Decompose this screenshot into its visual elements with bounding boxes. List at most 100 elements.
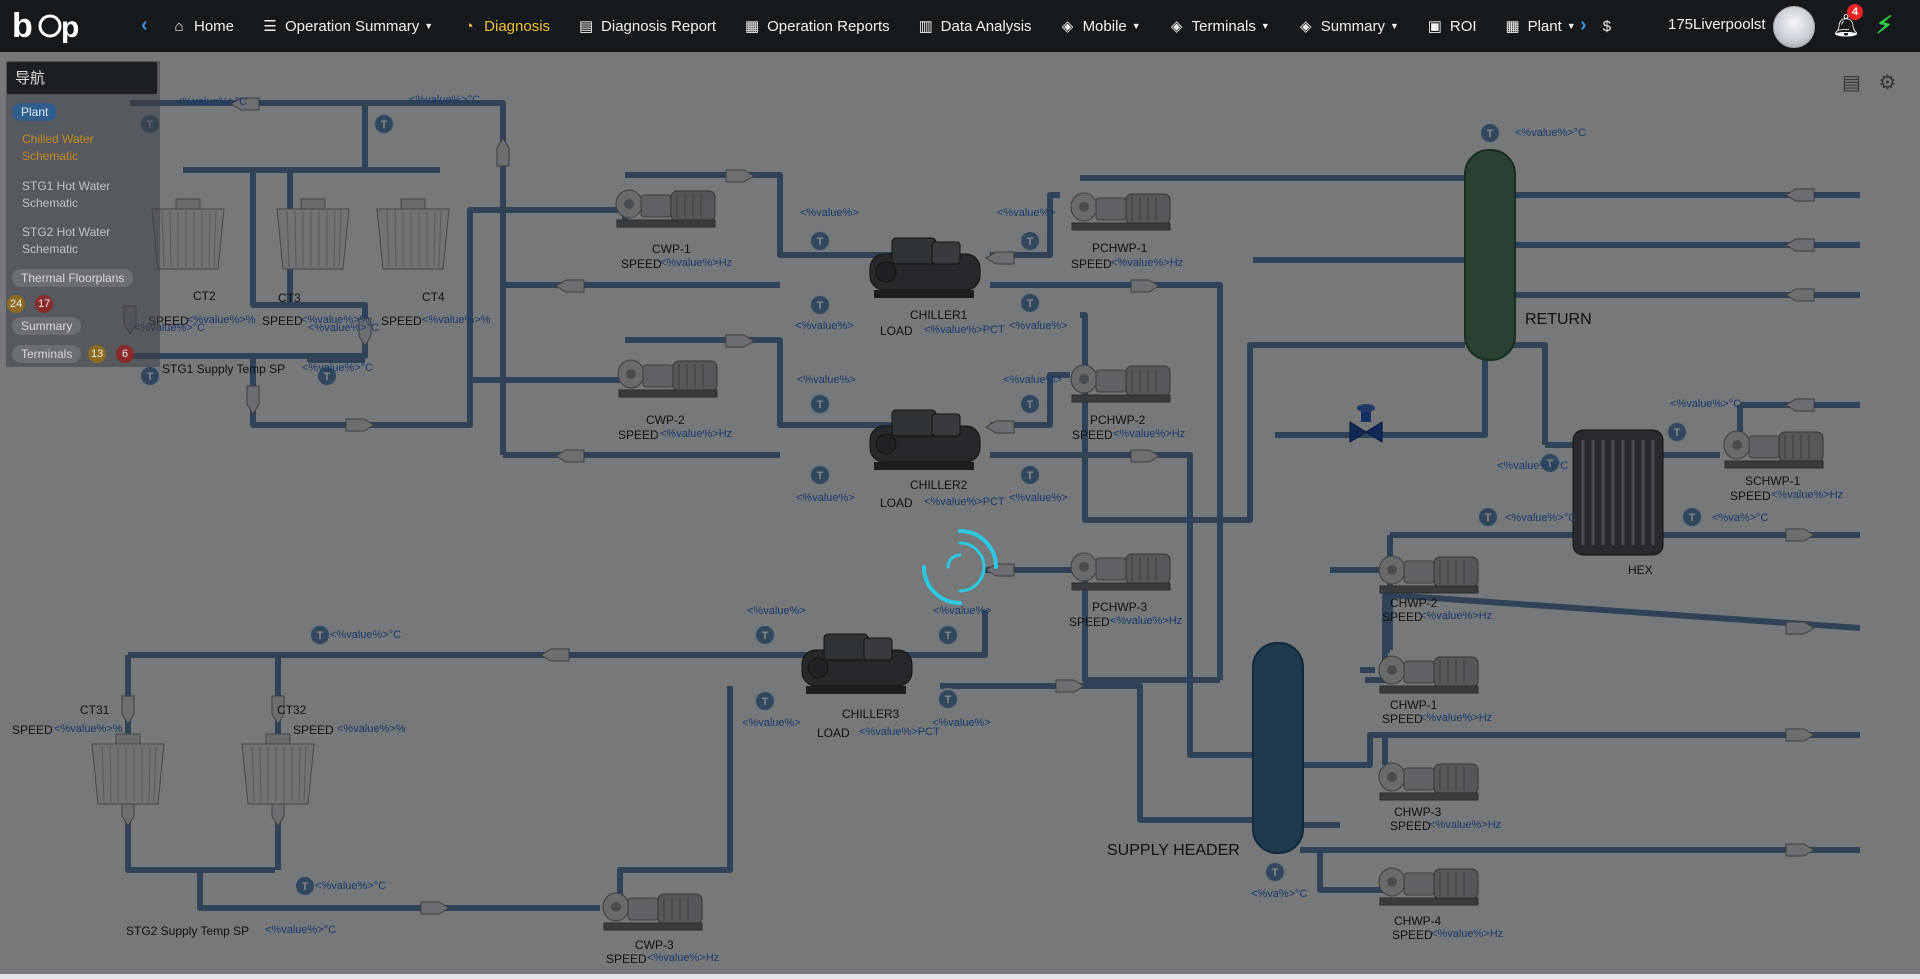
sidebar-item-plant[interactable]: Plant [12,103,58,121]
label-ct3: CT3 [278,291,301,305]
label-speed-chwp2: SPEED [1382,610,1423,624]
nav-item-data-analysis[interactable]: ▥ Data Analysis [917,0,1032,52]
label-speed-chwp4: SPEED [1392,928,1433,942]
nav-item-label: Mobile [1082,17,1127,35]
nav-item-label: Data Analysis [940,17,1032,35]
terminals-alarm-badge: 6 [116,345,134,363]
label-pchwp1: PCHWP-1 [1092,241,1148,255]
value-speed-ct4: <%value%>% [422,314,491,326]
username[interactable]: 175Liverpoolst [1668,16,1766,33]
value-temp-chw1-in: <%value%> [997,207,1056,219]
value-speed-chwp2: <%value%>Hz [1420,610,1493,622]
caret-down-icon: ▼ [424,21,434,31]
value-speed-chwp3: <%value%>Hz [1429,819,1502,831]
notification-badge: 4 [1847,4,1863,20]
stethoscope-icon: ◔ [464,17,474,35]
sidebar-item-terminals[interactable]: Terminals [12,345,82,363]
label-chwp4: CHWP-4 [1394,914,1442,928]
label-speed-chwp3: SPEED [1390,819,1431,833]
nav-item-label: Summary [1320,17,1385,35]
nav-item-summary[interactable]: ◈Summary▼ [1297,0,1399,52]
bar-chart-icon: ▥ [918,18,933,35]
sidebar-link-stg1[interactable]: STG1 Hot Water Schematic [22,179,111,210]
gear-icon[interactable]: ⚙︎ [1878,72,1897,94]
label-speed-chwp1: SPEED [1382,712,1423,726]
value-temp-cw3-in: <%value%> [747,605,806,617]
table-icon: ▦ [745,18,760,35]
value-temp-return: <%value%>°C [1515,127,1587,139]
label-chwp1: CHWP-1 [1390,698,1438,712]
value-speed-chwp4: <%value%>Hz [1431,928,1504,940]
sidebar-item-summary[interactable]: Summary [12,317,82,335]
chilled-water-schematic: T [0,52,1920,974]
value-speed-pchwp3: <%value%>Hz [1110,615,1183,627]
lightning-icon[interactable]: ⚡︎ [1876,12,1893,39]
svg-text:p: p [61,11,79,44]
nav-scroll-left-icon[interactable]: ‹ [141,14,148,36]
value-temp-cw2-out: <%value%> [796,492,855,504]
value-temp-hex-secondary-in: <%value%>°C [1670,398,1742,410]
nav-scroll-right-icon[interactable]: › [1580,14,1587,36]
value-speed-cwp3: <%value%>Hz [647,952,720,964]
value-speed-cwp1: <%value%>Hz [660,257,733,269]
nav-item-label: Diagnosis Report [601,17,717,35]
label-speed-ct3: SPEED [262,314,303,328]
caret-down-icon: ▼ [1566,21,1576,31]
nav-item-operation-reports[interactable]: ▦ Operation Reports [743,0,890,52]
nav-item-terminals[interactable]: ◈ Terminals ▼ [1168,0,1270,52]
sidebar-link-stg2[interactable]: STG2 Hot Water Schematic [22,225,111,256]
avatar[interactable] [1773,6,1815,48]
label-chiller3: CHILLER3 [842,707,900,721]
return-tank [1464,149,1516,361]
caret-down-icon: ▼ [1260,21,1270,31]
hex-exchanger [1572,429,1664,556]
caret-down-icon: ▼ [1131,21,1141,31]
layers-icon: ◈ [1170,18,1183,35]
nav-item-operation-summary[interactable]: ☰Operation Summary▼ [261,0,433,52]
sidebar-item-thermal-floorplans[interactable]: Thermal Floorplans [12,269,134,287]
nav-item-plant[interactable]: ▦Plant▼ [1504,0,1576,52]
label-schwp1: SCHWP-1 [1745,474,1801,488]
label-speed-ct31: SPEED [12,723,53,737]
beep-logo[interactable]: b p [10,5,102,47]
label-ct4: CT4 [422,290,445,304]
label-load-chiller1: LOAD [880,324,913,338]
nav-item-label: Terminals [1191,17,1256,35]
svg-text:b: b [12,7,33,45]
nav-item-mobile[interactable]: ◈ Mobile ▼ [1059,0,1141,52]
label-speed-pchwp2: SPEED [1072,428,1113,442]
layers-icon: ◈ [1061,18,1074,35]
supply-header-tank [1252,642,1304,854]
value-temp-chw3-in: <%value%> [933,605,992,617]
value-temp-chw3-out: <%value%> [932,717,991,729]
label-speed-ct4: SPEED [381,314,422,328]
value-speed-cwp2: <%value%>Hz [660,428,733,440]
label-stg1-sp: STG1 Supply Temp SP [162,362,286,376]
sidebar-link-chilled-water[interactable]: Chilled Water Schematic [22,132,94,163]
nav-item-diagnosis[interactable]: ◔Diagnosis [460,0,550,52]
value-temp-supply-header: <%va%>°C [1251,888,1308,900]
main-nav: ⌂Home☰Operation Summary▼◔Diagnosis▤Diagn… [170,0,1638,52]
terminals-warning-badge: 13 [88,345,107,363]
value-temp-chw1-out: <%value%> [1009,320,1068,332]
nav-item-roi[interactable]: ▣ROI [1426,0,1477,52]
nav-item-label: Operation Reports [767,17,890,35]
label-speed-cwp1: SPEED [621,257,662,271]
value-load-chiller3: <%value%>PCT [859,726,940,738]
value-load-chiller2: <%value%>PCT [924,496,1005,508]
label-chiller1: CHILLER1 [910,308,968,322]
nav-item-home[interactable]: ⌂Home [170,0,234,52]
caret-down-icon: ▼ [1389,21,1399,31]
sidebar-title: 导航 [6,61,158,95]
nav-item-[interactable]: $ [1603,0,1611,52]
nav-item-diagnosis-report[interactable]: ▤Diagnosis Report [577,0,716,52]
value-temp-hex-primary-in: <%value%>°C [1497,460,1569,472]
top-navbar: b p ‹ ⌂Home☰Operation Summary▼◔Diagnosis… [0,0,1920,52]
label-cwp1: CWP-1 [652,242,691,256]
value-temp-cw1-in: <%value%> [800,207,859,219]
nav-item-label: Operation Summary [285,17,420,35]
list-icon[interactable]: ▤ [1842,72,1861,94]
label-ct2: CT2 [193,289,216,303]
label-load-chiller2: LOAD [880,496,913,510]
value-speed-ct31: <%value%>% [54,723,123,735]
